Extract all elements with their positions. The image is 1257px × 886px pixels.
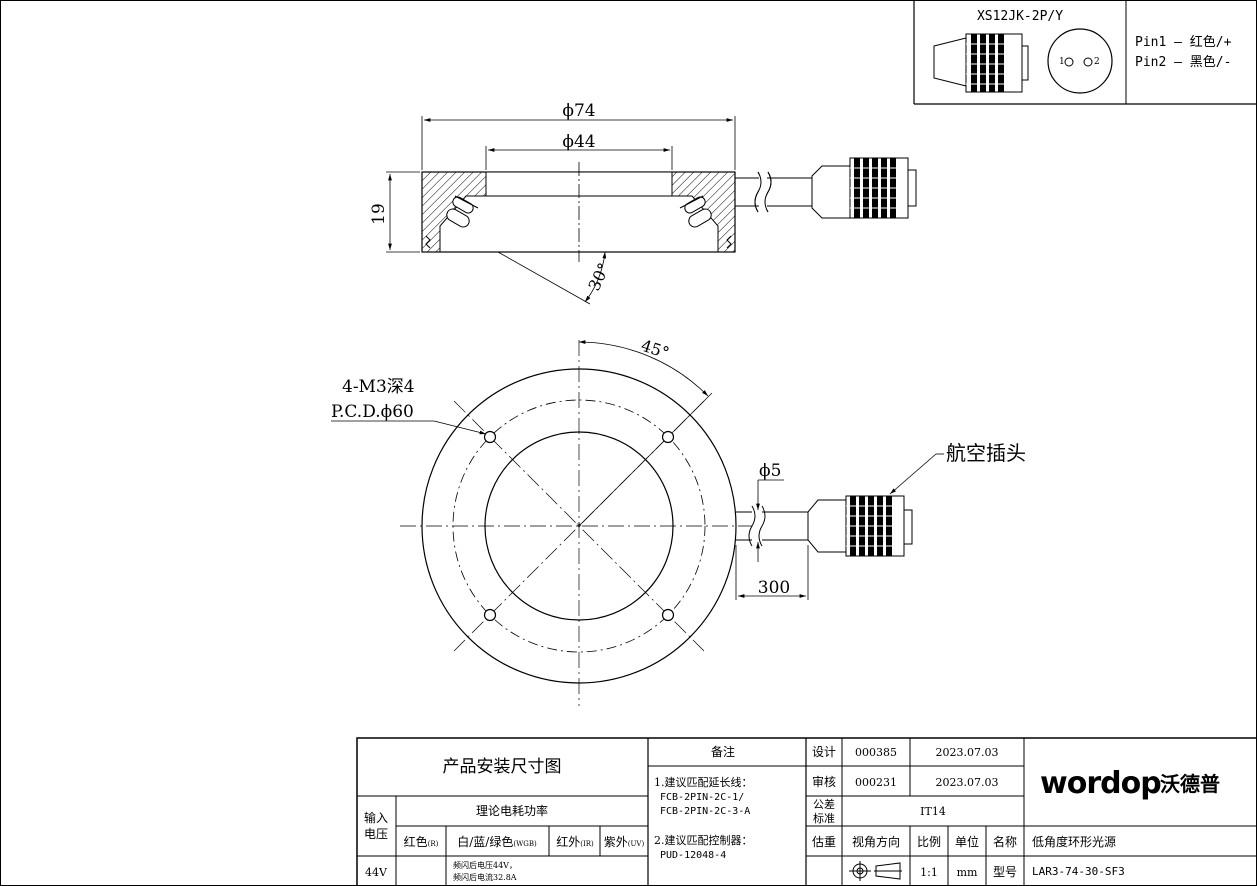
connector-model: XS12JK-2P/Y bbox=[977, 9, 1063, 24]
view-dir-label: 视角方向 bbox=[852, 834, 900, 849]
col-wgb: 白/蓝/绿色(WGB) bbox=[457, 834, 537, 849]
logo-text: wordop bbox=[1040, 766, 1161, 801]
flash-note-1: 频闪后电压44V， bbox=[453, 860, 517, 870]
col-ir: 红外(IR) bbox=[556, 834, 594, 849]
tolerance-label-1: 公差 bbox=[813, 797, 835, 811]
dim-height: 19 bbox=[369, 203, 389, 225]
unit-label: 单位 bbox=[955, 834, 979, 849]
note-1-b: FCB-2PIN-2C-3-A bbox=[660, 806, 750, 817]
input-voltage-label-2: 电压 bbox=[364, 827, 388, 841]
dim-outer-diameter: ϕ74 bbox=[562, 101, 595, 121]
design-code: 000385 bbox=[855, 746, 897, 759]
projection-symbol-icon bbox=[849, 861, 902, 881]
scale-value: 1:1 bbox=[920, 866, 938, 879]
mounting-hole bbox=[661, 430, 675, 444]
mounting-hole bbox=[661, 608, 675, 622]
company-logo: wordop 沃德普 bbox=[1040, 766, 1220, 801]
led-right-icon bbox=[679, 195, 712, 228]
review-label: 审核 bbox=[812, 774, 836, 789]
aviation-plug-icon bbox=[933, 33, 1029, 93]
note-1: 1.建议匹配延长线： bbox=[654, 775, 753, 789]
dim-angle-30: 30° bbox=[584, 260, 613, 294]
connector-spec-box: XS12JK-2P/Y 1 2 Pin1 — 红色/+ Pin2 — 黑色/- bbox=[913, 0, 1257, 105]
plug-label: 航空插头 bbox=[946, 441, 1026, 465]
col-uv: 紫外(UV) bbox=[604, 835, 645, 849]
mounting-hole bbox=[483, 608, 497, 622]
socket-face-icon: 1 2 bbox=[1047, 28, 1113, 94]
pcd-spec: P.C.D.ϕ60 bbox=[331, 402, 414, 422]
weight-label: 估重 bbox=[812, 835, 836, 849]
mounting-hole bbox=[483, 430, 497, 444]
review-code: 000231 bbox=[855, 776, 897, 789]
pin1-number: 1 bbox=[1059, 57, 1065, 67]
logo-cn: 沃德普 bbox=[1160, 772, 1220, 796]
notes-header: 备注 bbox=[711, 744, 735, 759]
name-value: 低角度环形光源 bbox=[1032, 834, 1116, 849]
dim-angle-45: 45° bbox=[639, 336, 672, 363]
pin2-spec: Pin2 — 黑色/- bbox=[1135, 54, 1231, 70]
led-left-icon bbox=[446, 195, 479, 228]
model-value: LAR3-74-30-SF3 bbox=[1032, 865, 1125, 878]
top-plug-icon bbox=[807, 495, 913, 557]
title-block bbox=[356, 737, 1257, 886]
top-view: * 45° 4-M3深4 P.C.D.ϕ60 ϕ5 300 bbox=[331, 336, 1026, 706]
tolerance-value: IT14 bbox=[920, 805, 946, 818]
input-voltage-label-1: 输入 bbox=[364, 810, 388, 825]
note-2: 2.建议匹配控制器： bbox=[654, 833, 753, 847]
flash-note-2: 频闪后电流32.8A bbox=[453, 872, 517, 882]
col-red: 红色(R) bbox=[404, 834, 439, 849]
name-label: 名称 bbox=[993, 834, 1017, 849]
doc-title: 产品安装尺寸图 bbox=[443, 757, 562, 777]
note-2-a: PUD-12048-4 bbox=[660, 850, 726, 861]
dim-cable-diameter: ϕ5 bbox=[759, 461, 781, 481]
pin2-number: 2 bbox=[1094, 57, 1100, 67]
power-header: 理论电耗功率 bbox=[476, 803, 548, 818]
note-1-a: FCB-2PIN-2C-1/ bbox=[660, 792, 744, 803]
unit-value: mm bbox=[957, 866, 978, 879]
scale-label: 比例 bbox=[917, 835, 941, 849]
center-mark: * bbox=[577, 522, 582, 533]
design-date: 2023.07.03 bbox=[936, 746, 999, 759]
model-label: 型号 bbox=[993, 865, 1017, 879]
side-section-view: ϕ74 ϕ44 19 30° bbox=[369, 101, 917, 305]
hole-spec: 4-M3深4 bbox=[342, 377, 415, 397]
title-block-text: 产品安装尺寸图 输入 电压 理论电耗功率 红色(R) 白/蓝/绿色(WGB) 红… bbox=[364, 744, 1220, 882]
tolerance-label-2: 标准 bbox=[813, 811, 835, 825]
design-label: 设计 bbox=[812, 745, 836, 759]
side-plug-icon bbox=[811, 157, 917, 219]
voltage-value: 44V bbox=[365, 866, 388, 879]
dim-cable-length: 300 bbox=[758, 578, 790, 598]
pin1-spec: Pin1 — 红色/+ bbox=[1135, 34, 1232, 50]
dim-inner-diameter: ϕ44 bbox=[562, 132, 595, 152]
review-date: 2023.07.03 bbox=[936, 776, 999, 789]
